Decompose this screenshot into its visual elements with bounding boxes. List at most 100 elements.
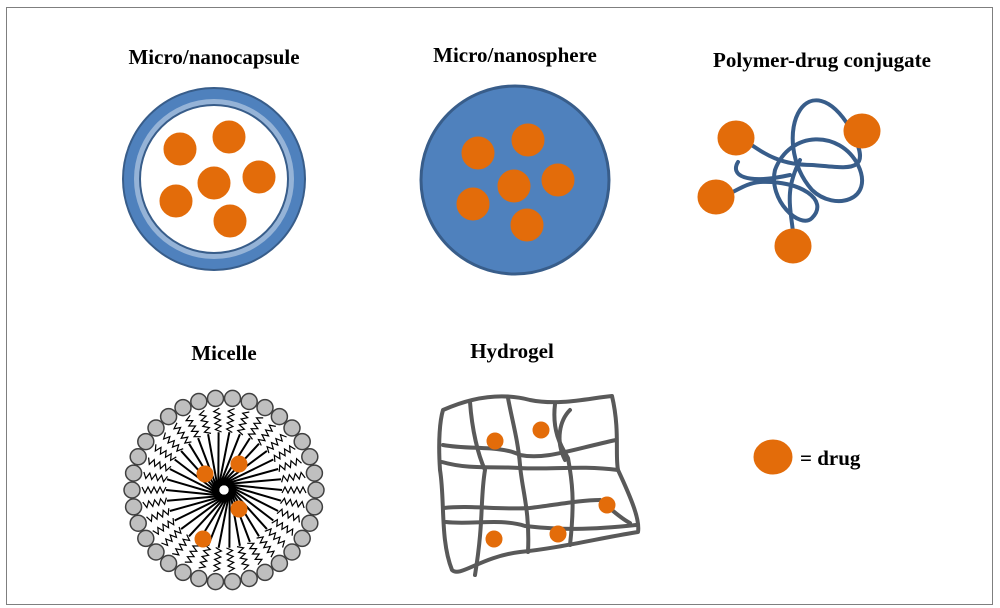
micelle-head [191,394,207,410]
micelle-head [257,400,273,416]
micelle-head [302,515,318,531]
micelle-tail [144,472,168,482]
micelle-tail [186,415,201,436]
micelle-tail [279,459,301,472]
micelle-tail [153,518,174,534]
micelle-head [161,409,177,425]
nanocapsule [123,88,305,270]
polymer-drug-conjugate [698,100,880,263]
drug-particle [198,167,230,199]
micelle-head [138,434,154,450]
micelle-tail [226,548,234,572]
micelle-tail [227,409,235,433]
drug-particle [214,205,246,237]
hydrogel-strand [470,402,485,575]
micelle-head [175,400,191,416]
micelle-tail [277,509,299,522]
micelle-head [241,394,257,410]
drug-particle [487,433,503,449]
micelle-head [208,390,224,406]
micelle-head [130,449,146,465]
micelle-tail [238,412,250,435]
micelle-tail [200,410,212,433]
micelle-head [126,465,142,481]
drug-particle [844,114,880,148]
micelle-tail [281,498,305,508]
micelle-tail [249,418,264,440]
micelle-tail [161,527,181,546]
micelle-head [257,564,273,580]
micelle-tail [214,408,222,432]
hydrogel-strand [508,398,528,552]
micelle-head [306,499,322,515]
drug-particle [542,164,574,196]
micelle-tail [143,498,167,508]
micelle-head [148,420,164,436]
micelle-tail [199,545,211,568]
hydrogel [439,396,638,575]
micelle-tail [274,446,295,462]
drug-particle [160,185,192,217]
hydrogel-strand [446,522,636,529]
micelle-head [294,530,310,546]
micelle-head [284,544,300,560]
drug-particle [164,133,196,165]
drug-particle [512,124,544,156]
micelle-tail [147,508,169,521]
drug-particle [599,497,615,513]
micelle-head [124,482,140,498]
hydrogel-strand [554,404,572,545]
micelle-tail [164,433,184,452]
micelle-head [302,449,318,465]
micelle-head [191,571,207,587]
drug-particle [457,188,489,220]
micelle-head [241,571,257,587]
micelle-head [175,564,191,580]
legend-drug-icon [754,440,792,474]
micelle-tail [258,425,275,445]
micelle-head [284,420,300,436]
nanosphere [421,86,609,274]
micelle-tail [282,487,306,493]
micelle-tail [247,543,262,564]
micelle-tail [265,529,285,548]
micelle-head [271,555,287,571]
drug-particle [195,531,211,547]
micelle-head [130,515,146,531]
drug-particle [231,456,247,472]
drug-particle [511,209,543,241]
micelle-head [294,434,310,450]
micelle-tail [282,473,306,483]
drug-particle [486,531,502,547]
drug-particle [462,137,494,169]
micelle [124,390,324,589]
hydrogel-strand [443,440,616,456]
polymer-chain [718,100,862,232]
drug-particle [533,422,549,438]
hydrogel-strand [442,462,618,470]
micelle-head [271,409,287,425]
micelle-tail [142,487,166,493]
drug-particle [197,466,213,482]
drug-particle [213,121,245,153]
micelle-tail [149,458,171,471]
hydrogel-strand [444,500,600,508]
micelle-head [208,574,224,590]
drug-particle [243,161,275,193]
micelle-tail [213,548,221,572]
micelle-head [148,544,164,560]
micelle-head [225,390,241,406]
micelle-head [306,465,322,481]
micelle-head [225,574,241,590]
micelle-head [308,482,324,498]
drug-particle [231,501,247,517]
micelle-head [126,499,142,515]
micelle-head [138,530,154,546]
drug-particle [498,170,530,202]
micelle-tail [172,535,189,555]
drug-particle [550,526,566,542]
micelle-tail [237,547,249,570]
micelle-tail [267,435,287,454]
drug-particle [718,121,754,155]
